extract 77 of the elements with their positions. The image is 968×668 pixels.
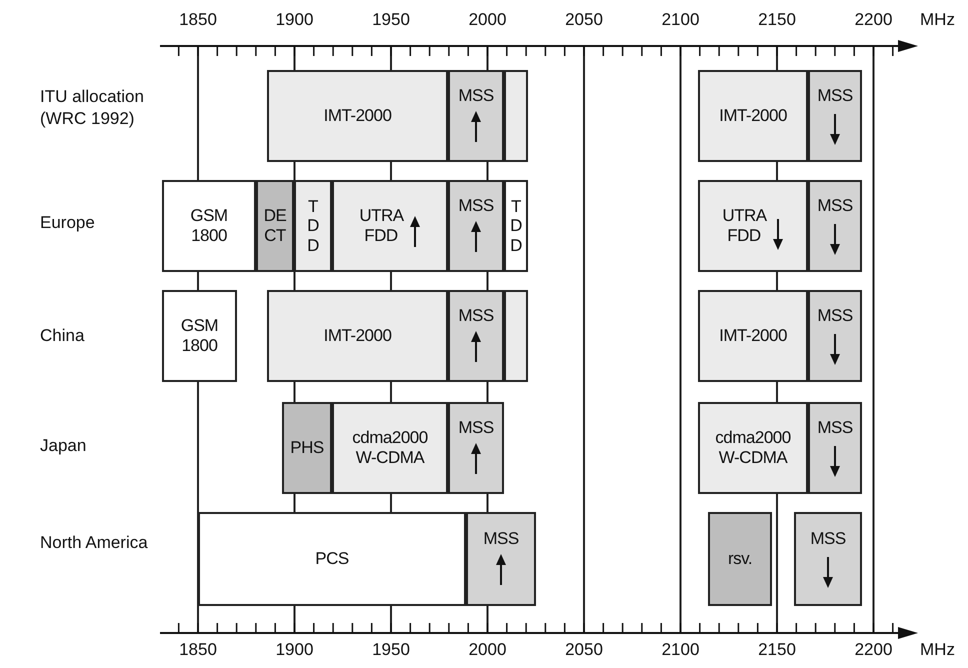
band-label: IMT-2000 [719,106,787,126]
region-label: Japan [40,435,88,457]
frequency-band [808,402,862,494]
band-label: T D D [510,196,522,256]
frequency-band [267,290,448,382]
frequency-band [267,70,448,162]
frequency-band [808,180,862,272]
band-label: MSS [817,418,853,438]
frequency-band [198,512,466,606]
tick-label: 1850 [178,10,218,30]
band-label: MSS [817,306,853,326]
tick-label: 2000 [468,640,508,660]
region-label: North America [40,532,149,554]
band-label: IMT-2000 [324,326,392,346]
region-label: Europe [40,212,96,234]
region-label: China [40,325,86,347]
axis-unit: MHz [920,10,955,30]
frequency-band [162,180,256,272]
frequency-band [162,290,237,382]
frequency-band [504,290,528,382]
band-label: cdma2000 W-CDMA [351,428,429,468]
frequency-band [282,402,332,494]
band-label: MSS [810,529,846,549]
tick-label: 2150 [757,640,797,660]
band-label: IMT-2000 [324,106,392,126]
frequency-band [808,70,862,162]
axis-unit: MHz [920,640,955,660]
frequency-band [256,180,294,272]
frequency-band [504,180,528,272]
frequency-band [698,402,808,494]
frequency-band [448,70,504,162]
frequency-band [708,512,772,606]
frequency-band [698,70,808,162]
band-label: IMT-2000 [719,326,787,346]
band-label: MSS [458,196,494,216]
frequency-band [332,180,448,272]
band-label: MSS [458,86,494,106]
tick-label: 2200 [854,10,894,30]
frequency-band [332,402,448,494]
tick-label: 1950 [371,10,411,30]
frequency-band [698,290,808,382]
band-label: GSM 1800 [180,316,218,356]
frequency-band [448,290,504,382]
tick-label: 1950 [371,640,411,660]
band-label: MSS [458,418,494,438]
region-label: ITU allocation (WRC 1992) [40,86,145,130]
tick-label: 2100 [660,640,700,660]
frequency-band [448,180,504,272]
tick-label: 2000 [468,10,508,30]
band-label: MSS [817,196,853,216]
band-label: MSS [458,306,494,326]
frequency-band [294,180,332,272]
tick-label: 2100 [660,10,700,30]
tick-label: 2150 [757,10,797,30]
tick-label: 1900 [274,10,314,30]
band-label: DE CT [264,206,286,246]
tick-label: 2200 [854,640,894,660]
tick-label: 2050 [564,640,604,660]
tick-label: 2050 [564,10,604,30]
frequency-band [794,512,862,606]
frequency-band [448,402,504,494]
band-label: MSS [817,86,853,106]
tick-label: 1850 [178,640,218,660]
band-label: MSS [483,529,519,549]
frequency-band [808,290,862,382]
band-label: UTRA FDD [722,206,766,246]
band-label: PHS [290,438,324,458]
band-label: T D D [307,196,319,256]
band-label: UTRA FDD [359,206,403,246]
frequency-band [466,512,536,606]
tick-label: 1900 [274,640,314,660]
band-label: PCS [315,549,349,569]
band-label: GSM 1800 [190,206,228,246]
band-label: rsv. [728,549,752,569]
frequency-band [504,70,528,162]
band-label: cdma2000 W-CDMA [714,428,792,468]
frequency-band [698,180,808,272]
